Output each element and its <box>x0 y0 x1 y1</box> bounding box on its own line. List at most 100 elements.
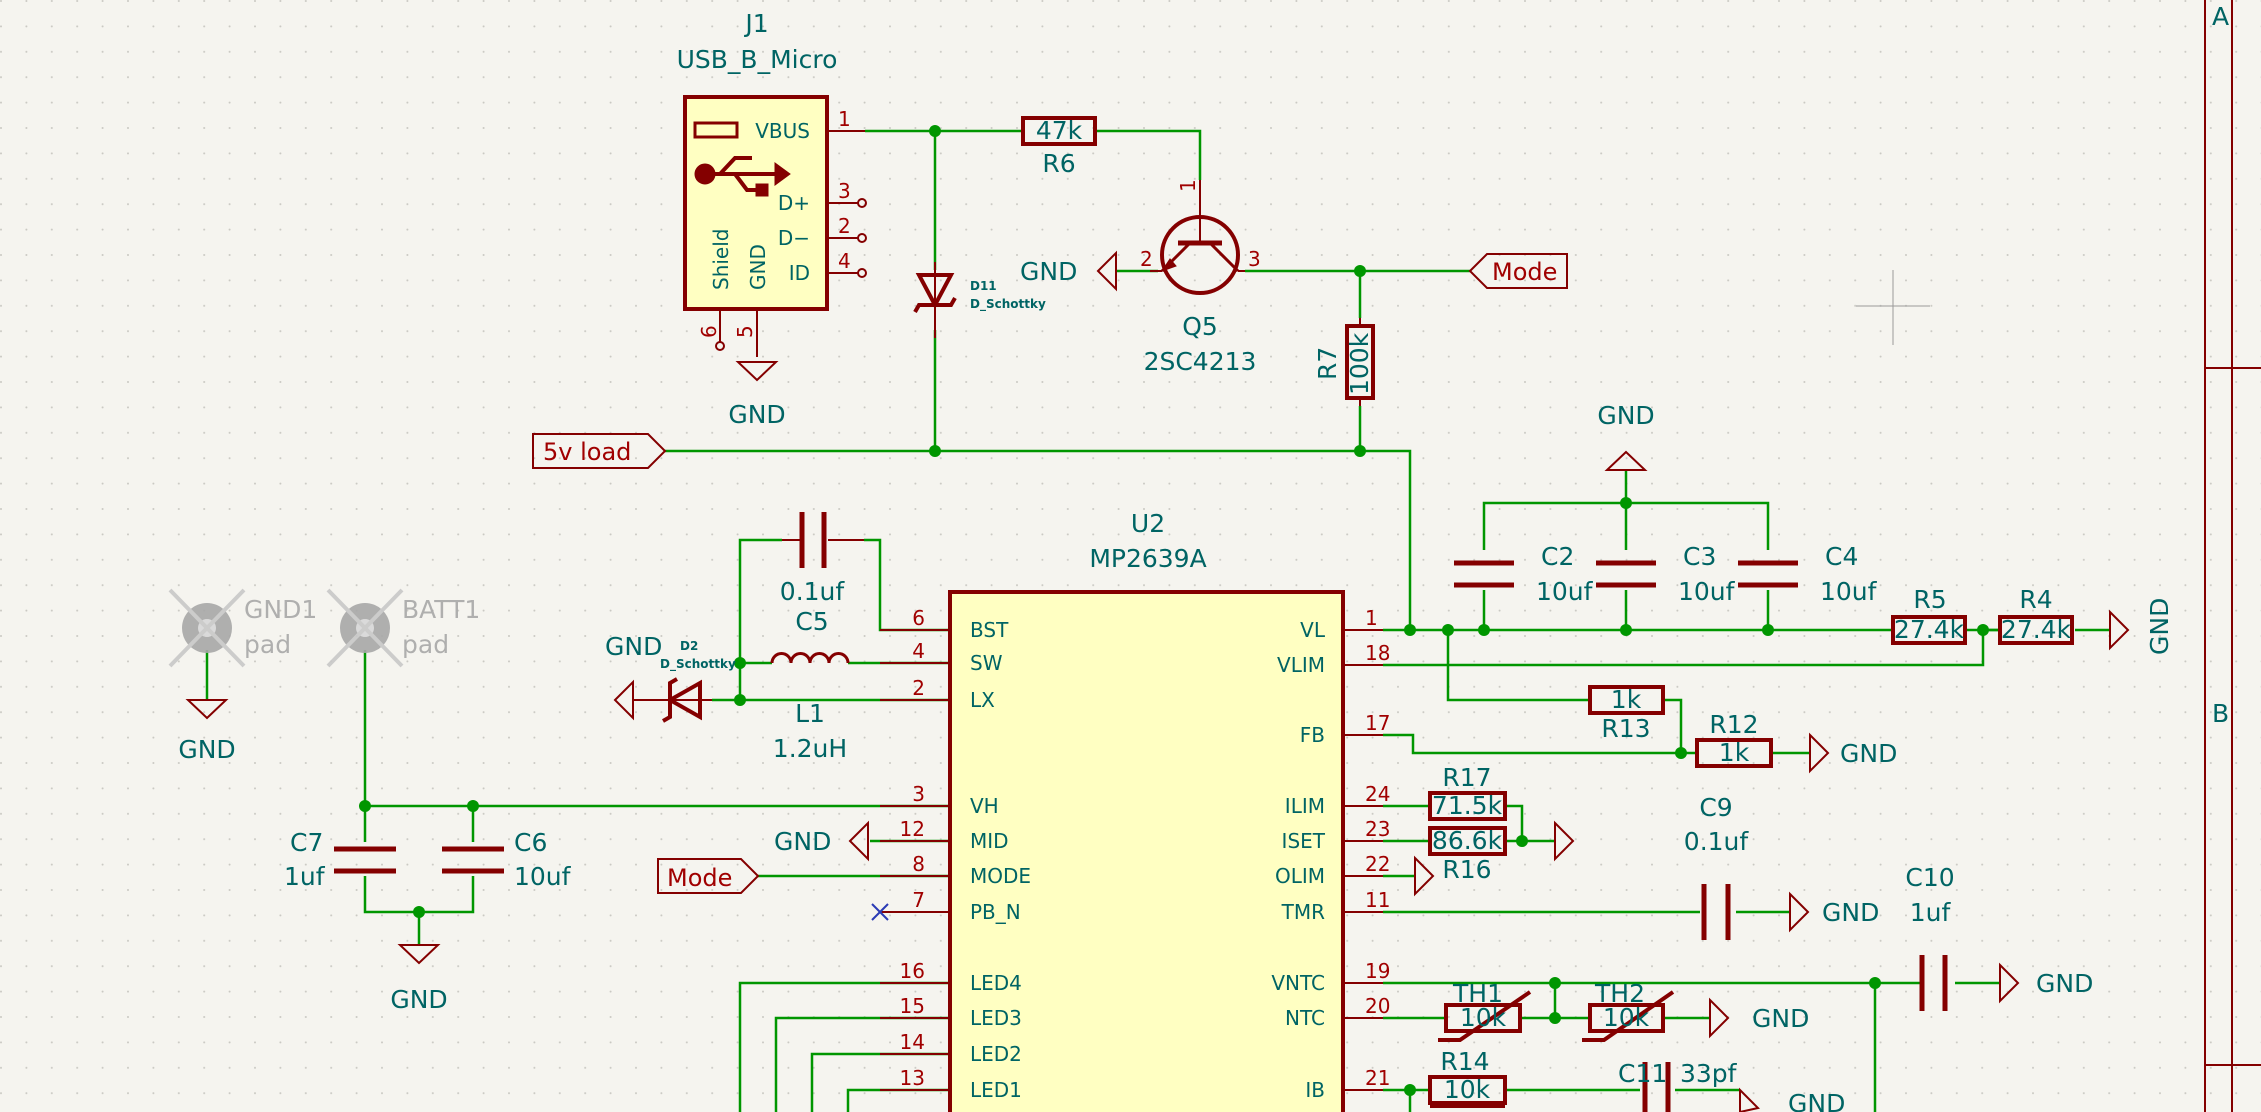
j1-pin-dplus: D+ <box>778 191 810 215</box>
gnd-label-c10: GND <box>2036 969 2093 998</box>
gnd-symbol-d2: GND <box>605 632 662 721</box>
gnd-label-c9: GND <box>1822 898 1879 927</box>
resistor-r6[interactable]: 47k R6 <box>1021 116 1097 178</box>
capacitor-c10[interactable]: C10 1uf <box>1905 863 1955 1011</box>
capacitor-c2[interactable]: C2 10uf <box>1454 542 1594 606</box>
capacitor-c6[interactable]: C6 10uf <box>442 828 572 891</box>
u2-pin-number: 7 <box>912 888 925 912</box>
resistor-r17[interactable]: 71.5k R17 <box>1428 763 1507 821</box>
junction-dots <box>359 125 1989 1096</box>
inductor-l1[interactable]: L1 1.2uH <box>770 652 850 764</box>
resistor-r12[interactable]: 1k R12 <box>1695 710 1773 768</box>
u2-pin-number: 17 <box>1365 711 1390 735</box>
resistor-r14[interactable]: 10k R14 <box>1428 1047 1507 1108</box>
capacitor-c11[interactable]: C11 33pf <box>1618 1059 1738 1112</box>
gnd-symbol-th2: GND <box>1709 997 1809 1039</box>
u2-pin-number: 24 <box>1365 782 1390 806</box>
r4-value: 27.4k <box>2001 615 2072 644</box>
capacitor-c3[interactable]: C3 10uf <box>1596 542 1736 606</box>
transistor-q5[interactable]: 1 2 3 Q5 2SC4213 <box>1140 179 1261 376</box>
thermistor-th1[interactable]: 10k TH1 <box>1438 979 1532 1042</box>
th1-value: 10k <box>1460 1003 1507 1032</box>
d11-value: D_Schottky <box>970 297 1046 312</box>
connector-j1[interactable]: J1 USB_B_Micro VBUS D+ D− ID Shield GND … <box>677 9 867 357</box>
diode-d11[interactable]: D11 D_Schottky <box>913 262 1046 338</box>
gnd-label-r12: GND <box>1840 739 1897 768</box>
u2-pin-lx[interactable]: LX2 <box>880 676 995 712</box>
c11-value: 33pf <box>1680 1059 1738 1088</box>
r14-value: 10k <box>1444 1075 1491 1104</box>
r12-value: 1k <box>1719 738 1750 767</box>
gnd-symbol-olim <box>1414 855 1435 897</box>
j1-pin5-number: 5 <box>733 325 757 338</box>
resistor-r16[interactable]: 86.6k R16 <box>1428 826 1507 884</box>
u2-pin-number: 4 <box>912 639 925 663</box>
u2-pin-sw[interactable]: SW4 <box>880 639 1003 675</box>
u2-pin-name: VH <box>970 794 999 818</box>
resistor-r4[interactable]: 27.4k R4 <box>1998 585 2074 645</box>
u2-pin-name: MID <box>970 829 1009 853</box>
u2-pin-number: 21 <box>1365 1066 1390 1090</box>
resistor-r5[interactable]: 27.4k R5 <box>1891 585 1967 645</box>
u2-pin-name: LED3 <box>970 1006 1022 1030</box>
u2-pin-name: BST <box>970 618 1009 642</box>
c7-ref: C7 <box>290 828 323 857</box>
j1-pin3-number: 3 <box>838 179 851 203</box>
net-label-5v-load[interactable]: 5v load <box>532 433 667 469</box>
capacitor-c9[interactable]: C9 0.1uf <box>1684 793 1750 940</box>
u2-pin-name: PB_N <box>970 900 1021 924</box>
pad-batt1-value: pad <box>402 630 449 659</box>
pad-gnd1[interactable]: GND1 pad <box>168 588 317 668</box>
u2-ref: U2 <box>1131 509 1165 538</box>
diode-d2[interactable]: D2 D_Schottky <box>650 639 736 723</box>
c6-value: 10uf <box>514 862 572 891</box>
u2-pin-number: 14 <box>900 1030 925 1054</box>
j1-pin2-number: 2 <box>838 214 851 238</box>
q5-ref: Q5 <box>1182 312 1218 341</box>
gnd-symbol-c7c6: GND <box>390 944 448 1014</box>
pad-batt1[interactable]: BATT1 pad <box>326 588 480 668</box>
c6-ref: C6 <box>514 828 547 857</box>
j1-pin-vbus: VBUS <box>755 119 810 143</box>
u2-pin-number: 16 <box>900 959 925 983</box>
ic-u2[interactable]: U2 MP2639A BST6SW4LX2VH3MID12MODE8PB_N7L… <box>880 509 1390 1112</box>
thermistor-th2[interactable]: 10k TH2 <box>1582 979 1675 1042</box>
gnd-symbol-c9: GND <box>1789 891 1879 933</box>
r13-ref: R13 <box>1601 714 1650 743</box>
net-label-mode-left[interactable]: Mode <box>657 858 760 894</box>
u2-pin-number: 20 <box>1365 994 1390 1018</box>
l1-value: 1.2uH <box>773 734 847 763</box>
resistor-r7[interactable]: 100k R7 <box>1313 318 1375 406</box>
net-label-mode-top[interactable]: Mode <box>1468 253 1568 289</box>
c3-ref: C3 <box>1683 542 1716 571</box>
gnd-symbol-gnd1: GND <box>178 699 236 764</box>
capacitor-c5[interactable]: 0.1uf C5 <box>780 512 864 636</box>
capacitor-c7[interactable]: C7 1uf <box>284 828 396 891</box>
capacitor-c4[interactable]: C4 10uf <box>1738 542 1878 606</box>
u2-pin-vh[interactable]: VH3 <box>880 782 999 818</box>
d11-ref: D11 <box>970 279 997 293</box>
c5-ref: C5 <box>795 607 828 636</box>
u2-pin-pb_n[interactable]: PB_N 7 <box>880 888 1021 924</box>
resistor-r13[interactable]: 1k R13 <box>1588 685 1665 743</box>
c7-value: 1uf <box>284 862 326 891</box>
